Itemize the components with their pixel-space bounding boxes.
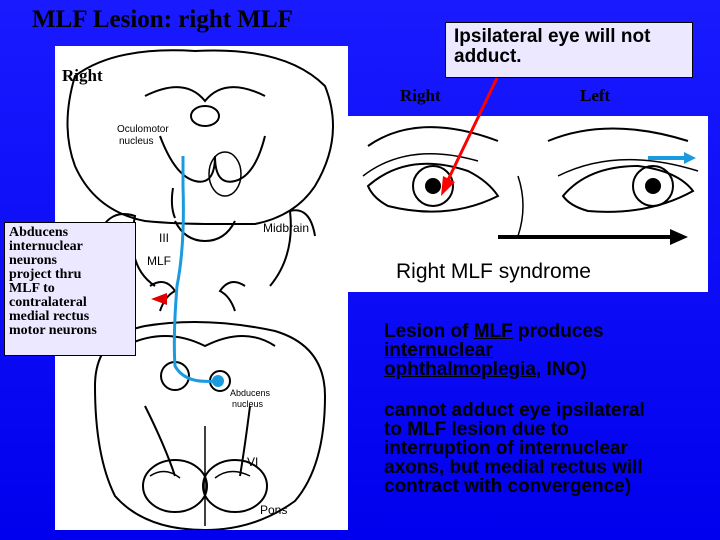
pyramid-left bbox=[142, 459, 208, 513]
aqueduct-curve bbox=[144, 86, 266, 103]
right-pupil bbox=[425, 178, 441, 194]
midbrain-outline bbox=[66, 49, 334, 225]
cerebral-peduncle-right bbox=[269, 209, 316, 287]
left-iris bbox=[632, 165, 674, 207]
right-label-brainstem: Right bbox=[62, 66, 103, 85]
aqueduct bbox=[190, 105, 220, 127]
left-lid-crease bbox=[557, 158, 699, 177]
ino-term: ophthalmoplegia bbox=[384, 359, 536, 380]
right-iris bbox=[412, 165, 454, 207]
left-eye-outline bbox=[561, 164, 695, 213]
abducens-neuron-dot bbox=[212, 375, 224, 387]
right-lid-crease bbox=[362, 153, 479, 177]
callout-line: Abducens bbox=[9, 225, 69, 240]
lesion-line-3: ophthalmoplegia, INO) bbox=[384, 359, 587, 380]
eyes-panel: Right MLF syndrome bbox=[348, 116, 708, 292]
mlf-term: MLF bbox=[473, 321, 513, 342]
callout-line: medial rectus bbox=[9, 309, 90, 324]
explanation-line: axons, but medial rectus will bbox=[384, 457, 643, 478]
pons-outline bbox=[93, 321, 327, 530]
left-brow bbox=[547, 127, 689, 142]
oculomotor-left-lobe bbox=[159, 135, 216, 183]
oculomotor-core bbox=[208, 151, 242, 197]
sixth-nerve-right bbox=[239, 405, 251, 477]
callout-line: MLF to bbox=[9, 281, 55, 296]
midbrain-label: Midbrain bbox=[263, 221, 309, 235]
callout-top-line: Ipsilateral eye will not bbox=[454, 26, 651, 47]
pons-shape-right bbox=[218, 281, 246, 312]
slide-title: MLF Lesion: right MLF bbox=[32, 6, 293, 33]
red-pointer-arrowhead bbox=[441, 176, 455, 196]
lesion-marker bbox=[151, 293, 167, 305]
third-nerve bbox=[170, 187, 176, 219]
callout-top-line: adduct. bbox=[454, 46, 522, 67]
fourth-ventricle-roof bbox=[124, 335, 276, 348]
lesion-line-1: Lesion of MLF produces bbox=[384, 321, 604, 342]
right-eye-outline bbox=[366, 162, 500, 213]
oculomotor-right-lobe bbox=[214, 135, 266, 183]
abducens-nucleus-label: nucleus bbox=[232, 399, 264, 409]
explanation-line: contract with convergence) bbox=[384, 476, 632, 497]
paragraph-explanation: cannot adduct eye ipsilateral to MLF les… bbox=[384, 401, 645, 496]
callout-line: internuclear bbox=[9, 239, 83, 254]
abducens-callout: Abducens internuclear neurons project th… bbox=[4, 222, 136, 356]
pyramid-detail bbox=[149, 470, 251, 479]
eyes-svg: Right MLF syndrome bbox=[362, 126, 699, 283]
brainstem-svg: III Oculomotor nucleus Midbrain MLF Abdu… bbox=[66, 49, 334, 530]
lesion-line-2: internuclear bbox=[384, 340, 493, 361]
right-brow bbox=[367, 126, 499, 147]
iii-label: III bbox=[159, 231, 169, 245]
syndrome-caption: Right MLF syndrome bbox=[396, 260, 591, 283]
explanation-line: to MLF lesion due to bbox=[384, 419, 569, 440]
callout-line: contralateral bbox=[9, 295, 87, 310]
callout-line: motor neurons bbox=[9, 323, 97, 338]
ipsilateral-callout: Ipsilateral eye will not adduct. bbox=[445, 22, 693, 78]
pons-label: Pons bbox=[260, 503, 287, 517]
red-pointer-arrow bbox=[446, 77, 499, 181]
explanation-line: interruption of internuclear bbox=[384, 438, 628, 459]
mlf-label: MLF bbox=[147, 254, 171, 268]
left-pupil bbox=[645, 178, 661, 194]
gaze-arrow-head bbox=[670, 229, 688, 245]
mlf-pathway bbox=[172, 156, 216, 383]
explanation-line: cannot adduct eye ipsilateral bbox=[384, 400, 645, 421]
callout-line: project thru bbox=[9, 267, 82, 282]
eye-right-label: Right bbox=[400, 86, 441, 105]
vi-label: VI bbox=[247, 455, 258, 469]
abducens-label: Abducens bbox=[230, 388, 271, 398]
nose-line bbox=[517, 175, 524, 237]
abduct-arrow-head bbox=[684, 152, 696, 164]
paragraph-lesion: Lesion of MLF produces internuclear opht… bbox=[384, 322, 604, 379]
eye-left-label: Left bbox=[580, 86, 611, 105]
nucleus-label: nucleus bbox=[119, 136, 153, 147]
oculomotor-label: Oculomotor bbox=[117, 124, 169, 135]
sixth-nerve-left bbox=[144, 405, 176, 477]
pyramid-right bbox=[202, 459, 268, 513]
callout-line: neurons bbox=[9, 253, 57, 268]
